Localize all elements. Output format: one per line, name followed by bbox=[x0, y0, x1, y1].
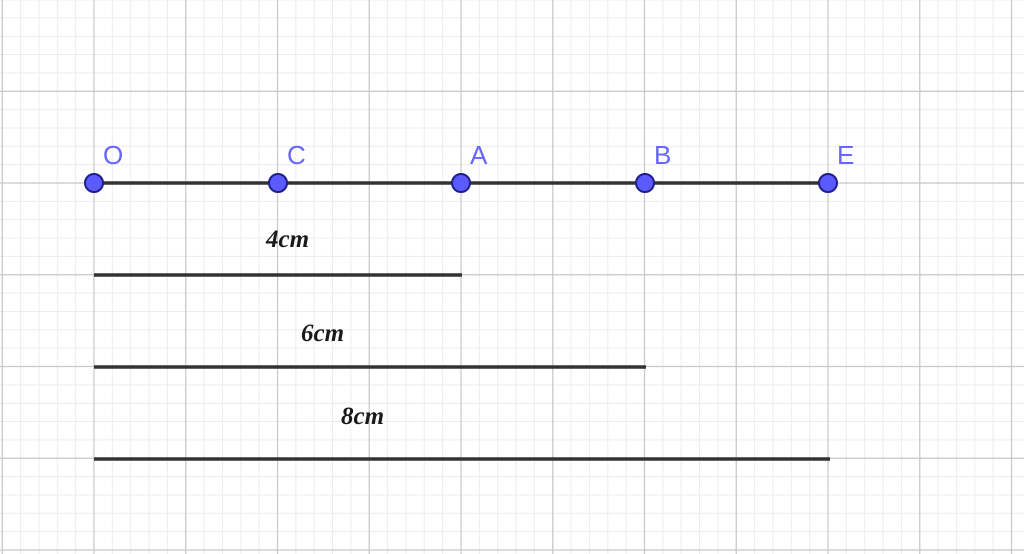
measure-label-4cm: 4cm bbox=[265, 226, 309, 253]
point-b[interactable] bbox=[635, 173, 655, 193]
point-label-c: C bbox=[287, 140, 306, 170]
measure-label-6cm: 6cm bbox=[301, 320, 344, 347]
point-c[interactable] bbox=[268, 173, 288, 193]
point-label-o: O bbox=[103, 140, 123, 170]
point-e[interactable] bbox=[818, 173, 838, 193]
measure-label-8cm: 8cm bbox=[341, 403, 384, 430]
point-label-b: B bbox=[654, 140, 671, 170]
point-o[interactable] bbox=[84, 173, 104, 193]
point-a[interactable] bbox=[451, 173, 471, 193]
point-label-a: A bbox=[470, 140, 488, 170]
point-label-e: E bbox=[837, 140, 854, 170]
